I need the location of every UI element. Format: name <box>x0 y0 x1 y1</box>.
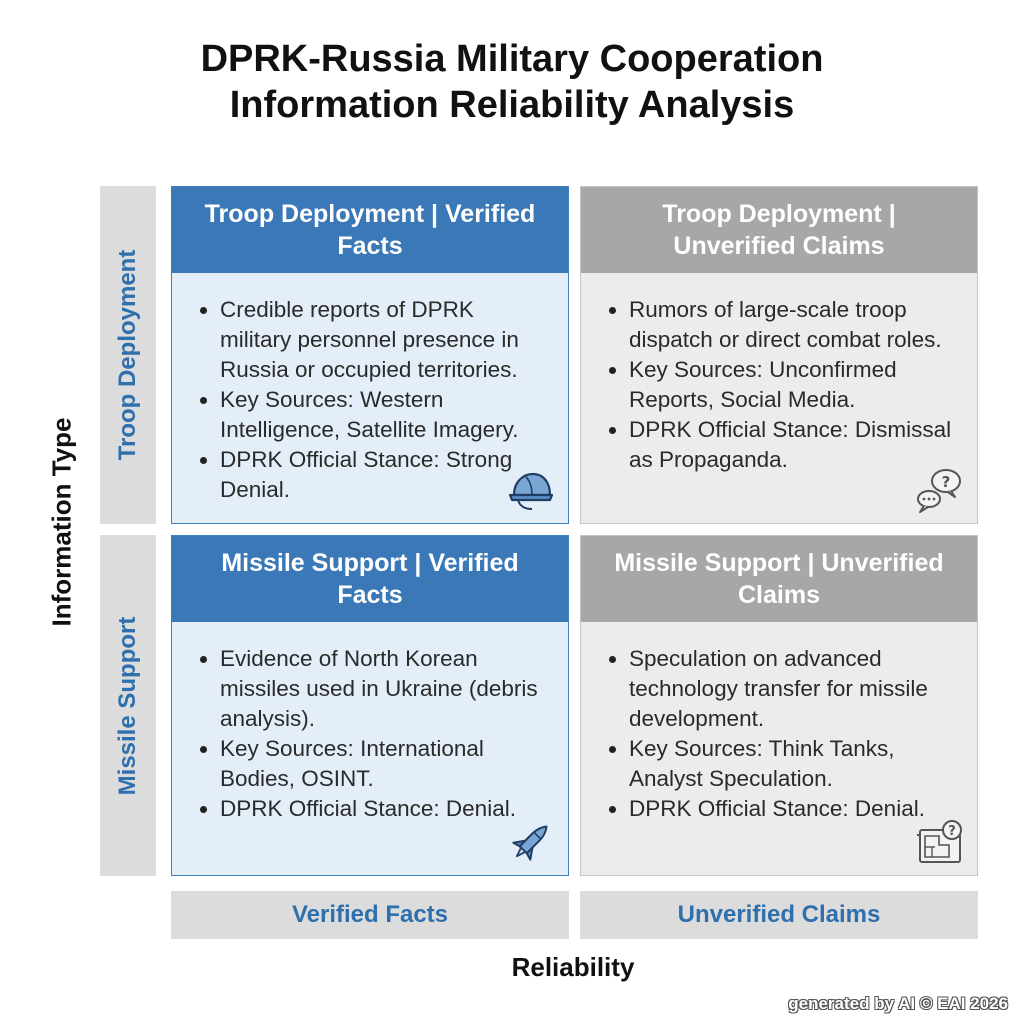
svg-text:?: ? <box>948 824 956 839</box>
quadrant-body: Rumors of large-scale troop dispatch or … <box>581 273 977 475</box>
row-label-text: Missile Support <box>114 616 141 795</box>
bullet-item: Evidence of North Korean missiles used i… <box>198 644 548 734</box>
title-line-1: DPRK-Russia Military Cooperation <box>200 38 824 80</box>
title-line-2: Information Reliability Analysis <box>229 84 795 126</box>
quadrant-header: Troop Deployment | Unverified Claims <box>581 187 977 273</box>
svg-text:?: ? <box>942 473 951 491</box>
column-label-verified: Verified Facts <box>171 891 569 939</box>
row-label-missile-support: Missile Support <box>100 535 156 876</box>
bullet-item: Key Sources: Unconfirmed Reports, Social… <box>607 355 957 415</box>
quadrant-body: Credible reports of DPRK military person… <box>172 273 568 505</box>
bullet-item: DPRK Official Stance: Strong Denial. <box>198 445 548 505</box>
bullet-list: Credible reports of DPRK military person… <box>198 295 548 505</box>
bullet-list: Rumors of large-scale troop dispatch or … <box>607 295 957 475</box>
bullet-item: Key Sources: Western Intelligence, Satel… <box>198 385 548 445</box>
quadrant-header: Troop Deployment | Verified Facts <box>172 187 568 273</box>
quadrant-header: Missile Support | Verified Facts <box>172 536 568 622</box>
bullet-list: Speculation on advanced technology trans… <box>607 644 957 824</box>
quadrant-body: Speculation on advanced technology trans… <box>581 622 977 824</box>
quadrant-body: Evidence of North Korean missiles used i… <box>172 622 568 824</box>
bullet-item: DPRK Official Stance: Dismissal as Propa… <box>607 415 957 475</box>
bullet-item: Key Sources: Think Tanks, Analyst Specul… <box>607 734 957 794</box>
blueprint-question-icon: ? <box>917 820 962 863</box>
bullet-item: DPRK Official Stance: Denial. <box>198 794 548 824</box>
bullet-item: Credible reports of DPRK military person… <box>198 295 548 385</box>
bullet-item: DPRK Official Stance: Denial. <box>607 794 957 824</box>
quadrant-header: Missile Support | Unverified Claims <box>581 536 977 622</box>
column-label-unverified: Unverified Claims <box>580 891 978 939</box>
bullet-item: Key Sources: International Bodies, OSINT… <box>198 734 548 794</box>
missile-icon <box>512 825 548 861</box>
quadrant-troop-unverified: Troop Deployment | Unverified Claims Rum… <box>580 186 978 524</box>
helmet-icon <box>508 472 554 510</box>
y-axis-label: Information Type <box>46 417 77 627</box>
x-axis-label: Reliability <box>511 952 635 982</box>
quadrant-missile-unverified: Missile Support | Unverified Claims Spec… <box>580 535 978 876</box>
quadrant-missile-verified: Missile Support | Verified Facts Evidenc… <box>171 535 569 876</box>
speech-bubble-question-icon: ? <box>917 469 961 513</box>
row-label-troop-deployment: Troop Deployment <box>100 186 156 524</box>
page-title: DPRK-Russia Military Cooperation Informa… <box>0 36 1024 128</box>
bullet-item: Rumors of large-scale troop dispatch or … <box>607 295 957 355</box>
bullet-item: Speculation on advanced technology trans… <box>607 644 957 734</box>
bullet-list: Evidence of North Korean missiles used i… <box>198 644 548 824</box>
quadrant-troop-verified: Troop Deployment | Verified Facts Credib… <box>171 186 569 524</box>
row-label-text: Troop Deployment <box>114 249 141 461</box>
watermark: generated by AI © EAI 2026 <box>788 994 1008 1013</box>
